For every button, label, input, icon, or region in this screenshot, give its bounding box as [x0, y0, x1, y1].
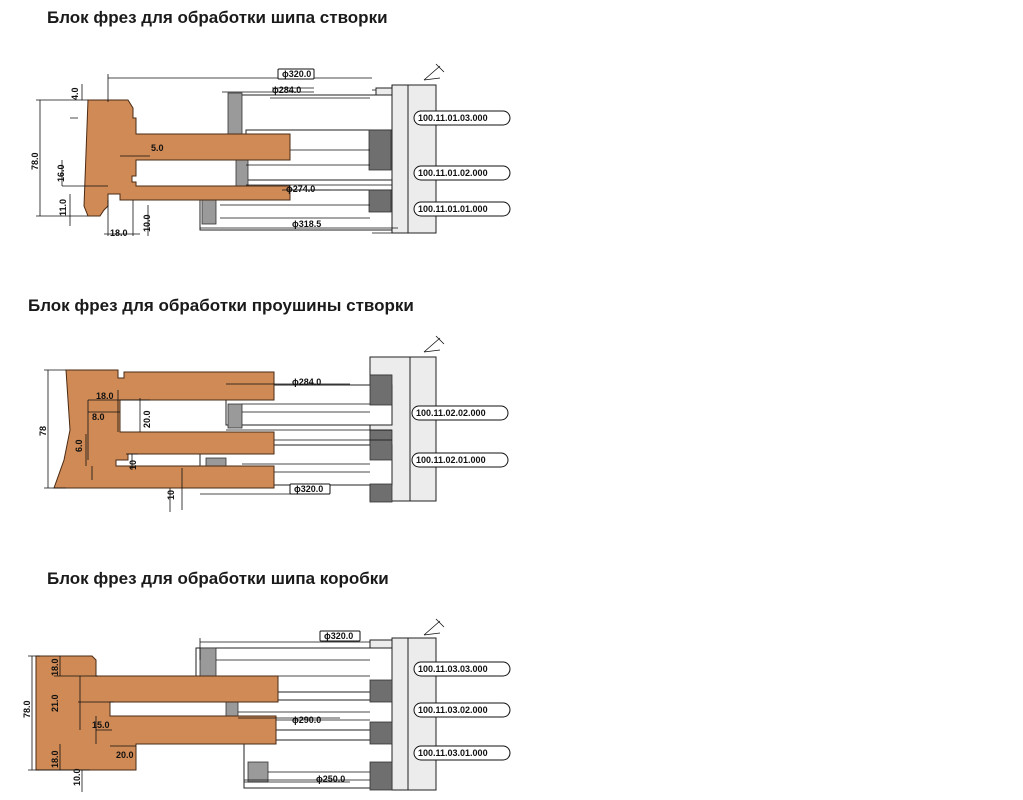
part-number-3-1: 100.11.03.03.000 — [418, 664, 488, 674]
dim-gap-2: 10 — [128, 460, 138, 470]
workpiece — [53, 369, 275, 489]
section-title-2: Блок фрез для обработки проушины створки — [28, 296, 414, 315]
dim-lip-2: 6.0 — [74, 439, 84, 452]
dim-d1-3: ϕ290.0 — [292, 715, 321, 725]
dim-d2-1: ϕ274.0 — [286, 184, 315, 194]
dim-width-2: 18.0 — [96, 391, 114, 401]
dim-d1-2: ϕ284.0 — [292, 377, 321, 387]
part-number-3-3: 100.11.03.01.000 — [418, 748, 488, 758]
dim-height-2: 78 — [38, 426, 48, 436]
part-number-1-3: 100.11.01.01.000 — [418, 204, 488, 214]
drawing-tenon-sash: ϕ320.0 ϕ284.0 ϕ274.0 ϕ318.5 5.0 18.0 4.0… — [30, 63, 511, 238]
section-title-3: Блок фрез для обработки шипа коробки — [47, 569, 389, 588]
dim-d-outer-1: ϕ320.0 — [282, 69, 311, 79]
dim-base-2: 10 — [166, 490, 176, 500]
part-number-1-1: 100.11.01.03.000 — [418, 113, 488, 123]
workpiece — [83, 99, 291, 217]
cutter-top — [233, 94, 393, 136]
part-number-2-2: 100.11.02.01.000 — [416, 455, 486, 465]
dim-tenon-1: 16.0 — [56, 164, 66, 182]
dim-step-3: 15.0 — [92, 720, 110, 730]
dim-base-1: 10.0 — [142, 214, 152, 232]
part-number-2-1: 100.11.02.02.000 — [416, 408, 486, 418]
dim-step-1: 5.0 — [151, 143, 164, 153]
dim-width-3: 20.0 — [116, 750, 134, 760]
dim-height-1: 78.0 — [30, 152, 40, 170]
dim-mid-3: 21.0 — [50, 694, 60, 712]
dim-bottom-3: 18.0 — [50, 750, 60, 768]
dim-top-3: 18.0 — [50, 658, 60, 676]
dim-height-3: 78.0 — [22, 700, 32, 718]
dim-d1-1: ϕ284.0 — [272, 85, 301, 95]
dim-d-outer-3: ϕ320.0 — [324, 631, 353, 641]
dim-d2-2: ϕ320.0 — [294, 484, 323, 494]
dim-top-1: 4.0 — [70, 87, 80, 100]
dim-step-2: 8.0 — [92, 412, 105, 422]
dim-width-1: 18.0 — [110, 228, 128, 238]
drawing-tenon-frame: ϕ320.0 ϕ290.0 ϕ250.0 15.0 20.0 78.0 18.0… — [22, 618, 511, 792]
dim-base-3: 10.0 — [72, 768, 82, 786]
dim-d2-3: ϕ250.0 — [316, 774, 345, 784]
part-number-3-2: 100.11.03.02.000 — [418, 705, 488, 715]
drawing-slot-sash: ϕ284.0 ϕ320.0 18.0 8.0 78 20.0 6.0 10 10… — [38, 335, 509, 512]
workpiece — [35, 655, 279, 771]
section-title-1: Блок фрез для обработки шипа створки — [47, 8, 388, 27]
cutter-top — [195, 647, 393, 693]
dim-slot-2: 20.0 — [142, 410, 152, 428]
dim-d3-1: ϕ318.5 — [292, 219, 321, 229]
part-number-1-2: 100.11.01.02.000 — [418, 168, 488, 178]
dim-bottom-1: 11.0 — [58, 199, 68, 216]
